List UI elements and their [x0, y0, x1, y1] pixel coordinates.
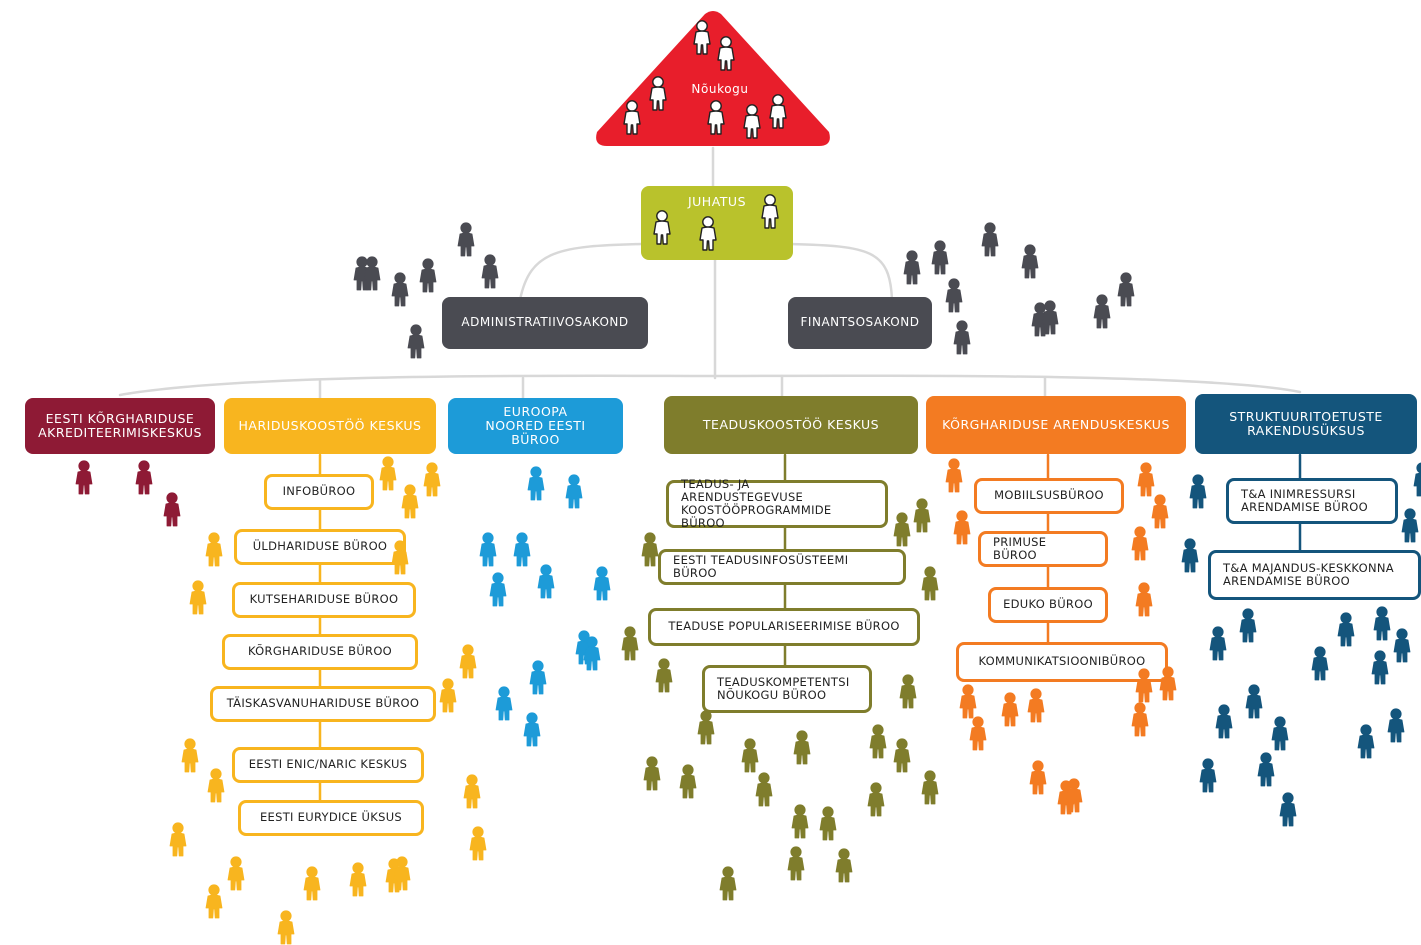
council-label: Nõukogu [691, 82, 749, 96]
office-research-competence: Teaduskompetentsi nõukogu büroo [702, 665, 872, 713]
office-label: Primuse büroo [993, 534, 1047, 562]
office-eduko: Eduko büroo [988, 587, 1108, 623]
office-label: T&A inimressursi arendamise büroo [1241, 486, 1368, 514]
board-label: Juhatus [687, 194, 747, 209]
unit-research: Teaduskoostöö Keskus [664, 396, 918, 454]
office-label: Kommunikatsioonibüroo [978, 654, 1146, 669]
unit-label: Euroopa Noored Eesti Büroo [485, 404, 586, 447]
office-label: Infobüroo [282, 484, 356, 499]
office-label: Üldhariduse büroo [252, 539, 388, 554]
unit-education: Hariduskoostöö Keskus [224, 398, 436, 454]
office-label: Teaduskompetentsi nõukogu büroo [717, 674, 850, 702]
office-higher-education: Kõrghariduse büroo [222, 634, 418, 670]
unit-accreditation: Eesti Kõrghariduse Akrediteerimiskeskus [25, 398, 215, 454]
board-box: Juhatus [641, 186, 793, 260]
office-label: Mobiilsusbüroo [994, 488, 1104, 503]
finance-department-label: Finantsosakond [800, 315, 920, 330]
office-info: Infobüroo [264, 474, 374, 510]
office-primus: Primuse büroo [978, 531, 1108, 567]
unit-label: Teaduskoostöö Keskus [702, 417, 880, 433]
council-triangle [596, 11, 830, 146]
office-label: Eduko büroo [1003, 597, 1093, 612]
office-science-popularisation: Teaduse populariseerimise büroo [648, 608, 920, 646]
office-label: Kõrghariduse büroo [247, 644, 393, 659]
office-eurydice: Eesti Eurydice üksus [238, 800, 424, 836]
office-enic-naric: Eesti ENIC/NARIC keskus [232, 747, 424, 783]
office-research-information: Eesti Teadusinfosüsteemi büroo [658, 549, 906, 585]
office-economy-environment: T&A majandus-keskkonna arendamise büroo [1208, 550, 1421, 600]
office-label: Kutsehariduse büroo [249, 592, 399, 607]
unit-youth: Euroopa Noored Eesti Büroo [448, 398, 623, 454]
office-general-education: Üldhariduse büroo [234, 529, 406, 565]
unit-label: Struktuuritoetuste Rakendusüksus [1229, 409, 1383, 438]
office-label: Eesti ENIC/NARIC keskus [248, 757, 408, 772]
office-vocational: Kutsehariduse büroo [232, 582, 416, 618]
office-label: Teadus- ja arendustegevuse koostööprogra… [681, 476, 832, 531]
unit-label: Kõrghariduse Arenduskeskus [942, 417, 1170, 433]
office-label: Täiskasvanuhariduse büroo [226, 696, 420, 711]
office-label: Eesti Eurydice üksus [259, 810, 403, 825]
unit-structural: Struktuuritoetuste Rakendusüksus [1195, 394, 1417, 454]
admin-department-label: Administratiivosakond [461, 315, 629, 330]
office-adult-education: Täiskasvanuhariduse büroo [210, 686, 436, 722]
office-mobility: Mobiilsusbüroo [974, 478, 1124, 514]
office-label: T&A majandus-keskkonna arendamise büroo [1223, 560, 1394, 588]
office-label: Eesti Teadusinfosüsteemi büroo [673, 552, 849, 580]
admin-department: Administratiivosakond [442, 297, 648, 349]
office-communication: Kommunikatsioonibüroo [956, 642, 1168, 682]
finance-department: Finantsosakond [788, 297, 932, 349]
office-label: Teaduse populariseerimise büroo [668, 619, 900, 634]
unit-label: Eesti Kõrghariduse Akrediteerimiskeskus [38, 411, 202, 440]
office-hr-development: T&A inimressursi arendamise büroo [1226, 478, 1398, 524]
unit-higher-education: Kõrghariduse Arenduskeskus [926, 396, 1186, 454]
unit-label: Hariduskoostöö Keskus [238, 418, 422, 434]
office-research-cooperation: Teadus- ja arendustegevuse koostööprogra… [666, 476, 888, 531]
